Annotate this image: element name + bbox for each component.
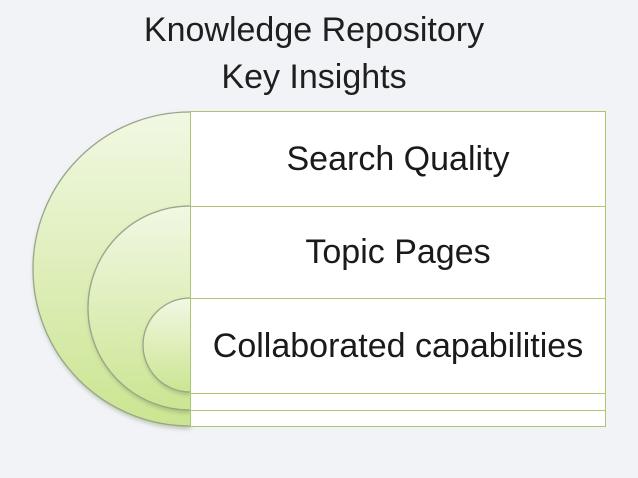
list-item-label: Collaborated capabilities [212,326,584,365]
slide-title-line-1: Knowledge Repository [143,11,485,49]
list-item-empty [191,393,605,410]
list-item-collaborated-capabilities: Collaborated capabilities [191,298,605,393]
list-item-search-quality: Search Quality [191,112,605,206]
ring-inner [142,297,191,393]
insight-list: Search Quality Topic Pages Collaborated … [190,111,606,427]
list-item-topic-pages: Topic Pages [191,206,605,298]
list-item-empty [191,410,605,426]
list-item-label: Search Quality [286,139,510,178]
list-item-label: Topic Pages [305,233,491,271]
slide-title: Knowledge Repository Key Insights [0,7,633,101]
slide-title-line-2: Key Insights [221,58,407,96]
